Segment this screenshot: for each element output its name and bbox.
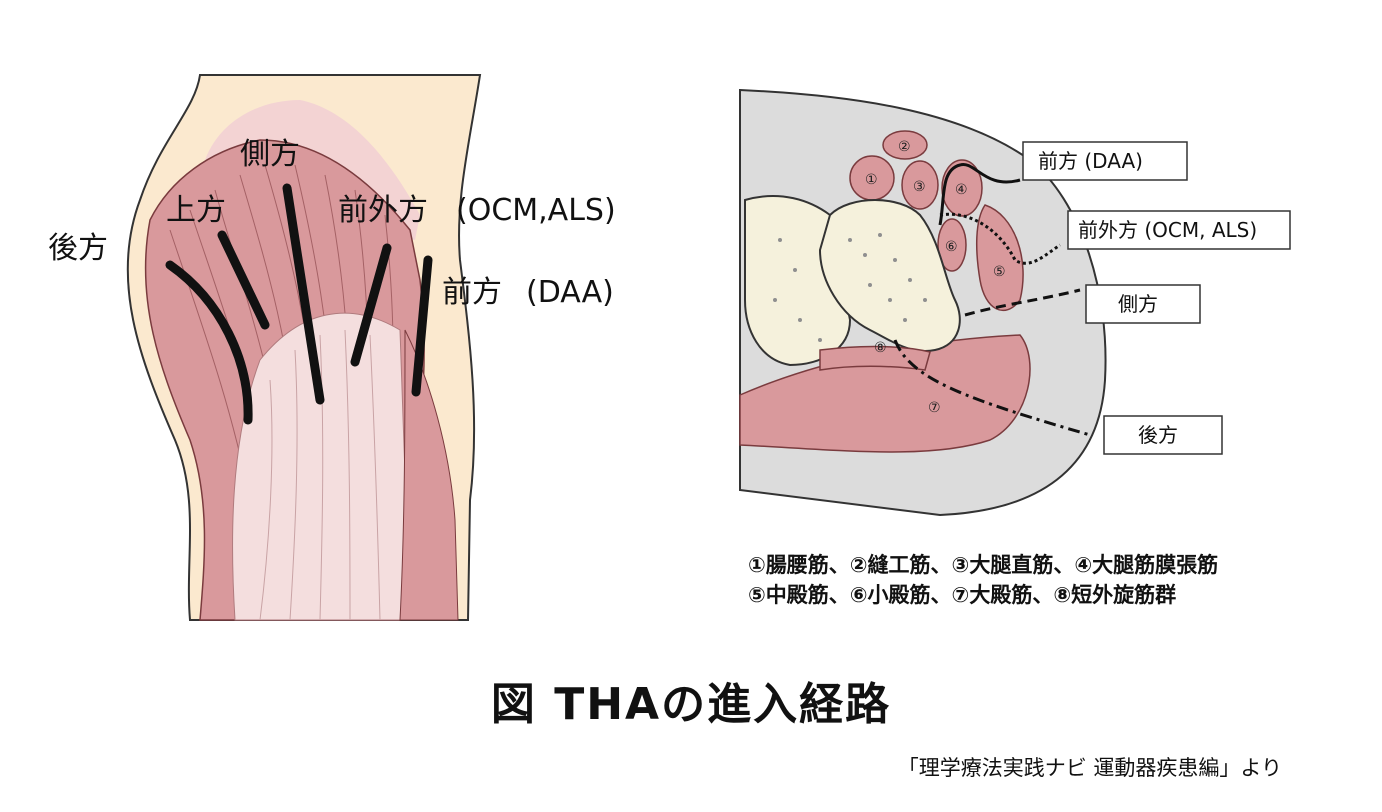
label-anterolateral: 前外方 [338,193,428,228]
box-anterior: 前方 (DAA) [1022,141,1188,181]
box-lateral-text: 側方 [1118,292,1158,316]
bone-texture [773,233,927,342]
lateral-approach-path [964,288,1081,317]
label-anterior: 前方 [442,275,502,310]
short-external-rotators [819,345,931,371]
number-tensor-fasciae-latae: ④ [955,182,968,198]
sartorius [882,130,928,160]
gluteus-minimus [937,218,967,272]
rectus-femoris [901,160,939,210]
figure-caption: 図 THAの進入経路 [490,679,892,730]
muscle-number-labels: ② ① ③ ④ ⑥ ⑤ ⑧ ⑦ [865,139,1006,416]
box-anterior-text: 前方 (DAA) [1038,149,1143,173]
posterior-approach-path [893,339,1091,437]
cross-section-svg: ② ① ③ ④ ⑥ ⑤ ⑧ ⑦ 前方 (DAA) 前外方 (OCM, ALS) … [739,88,1291,517]
number-gluteus-minimus: ⑥ [945,239,958,255]
legend-line-1: ①腸腰筋、②縫工筋、③大腿直筋、④大腿筋膜張筋 [748,553,1219,577]
number-iliopsoas: ① [865,172,878,188]
box-posterior: 後方 [1103,415,1223,455]
number-sartorius: ② [898,139,911,155]
anterolateral-approach-line [350,243,392,367]
femoral-head [818,199,961,352]
hip-muscle-svg: 後方 上方 側方 前外方 (OCM,ALS) 前方 (DAA) [48,74,616,621]
number-gluteus-maximus: ⑦ [928,400,941,416]
anterior-approach-line [411,255,433,397]
label-lateral: 側方 [240,137,300,172]
box-anterolateral-text: 前外方 (OCM, ALS) [1078,218,1257,242]
source-citation: 「理学療法実践ナビ 運動器疾患編」より [897,756,1282,780]
label-anterior-abbr: (DAA) [526,275,614,310]
legend-line-2: ⑤中殿筋、⑥小殿筋、⑦大殿筋、⑧短外旋筋群 [748,583,1177,607]
number-short-external-rotators: ⑧ [874,340,887,356]
number-rectus-femoris: ③ [913,179,926,195]
label-anterolateral-abbr: (OCM,ALS) [456,193,616,228]
hip-muscle-illustration: 後方 上方 側方 前外方 (OCM,ALS) 前方 (DAA) [0,0,700,640]
superior-approach-line [217,230,270,330]
tract-fibers [259,329,381,621]
approach-lines [165,183,433,425]
gluteus-medius [975,204,1024,312]
box-anterolateral: 前外方 (OCM, ALS) [1067,210,1291,250]
label-posterior: 後方 [48,231,108,266]
box-lateral: 側方 [1085,284,1201,324]
thigh-side-muscle [399,329,459,621]
posterior-approach-line [165,260,253,425]
number-gluteus-medius: ⑤ [993,264,1006,280]
anterior-approach-path [938,162,1021,226]
label-superior: 上方 [166,193,226,228]
muscle-legend: ①腸腰筋、②縫工筋、③大腿直筋、④大腿筋膜張筋 ⑤中殿筋、⑥小殿筋、⑦大殿筋、⑧… [748,550,1218,610]
box-posterior-text: 後方 [1138,423,1178,447]
tensor-fasciae-latae [941,159,983,217]
lateral-approach-line [282,183,325,405]
cross-section-illustration: ② ① ③ ④ ⑥ ⑤ ⑧ ⑦ 前方 (DAA) 前外方 (OCM, ALS) … [700,0,1382,640]
